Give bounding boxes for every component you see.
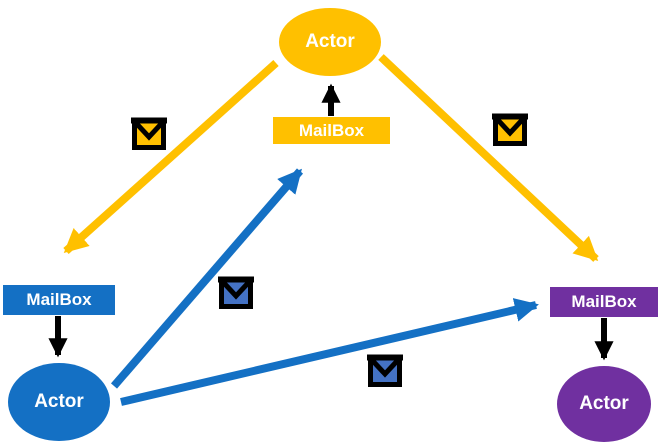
mailbox-node-left-label: MailBox bbox=[26, 290, 92, 309]
actor-node-top-label: Actor bbox=[305, 31, 355, 52]
actor-node-top: Actor bbox=[279, 8, 381, 76]
arrow-actortop-to-mailboxleft bbox=[63, 60, 279, 254]
actor-node-right-label: Actor bbox=[579, 393, 629, 414]
envelope-gold-right-icon bbox=[492, 113, 528, 146]
mailbox-node-left: MailBox bbox=[3, 285, 115, 315]
mailbox-node-right: MailBox bbox=[550, 287, 658, 317]
arrow-actorleft-to-mailboxright bbox=[120, 298, 539, 406]
arrow-actorleft-to-mailboxtop bbox=[110, 168, 304, 389]
envelope-gold-left-icon bbox=[131, 117, 167, 150]
mailbox-node-top: MailBox bbox=[273, 117, 390, 144]
arrow-actortop-to-mailboxright bbox=[378, 54, 599, 262]
actor-node-right: Actor bbox=[557, 366, 651, 442]
actor-node-left-label: Actor bbox=[34, 391, 84, 412]
envelope-blue-middle-icon bbox=[218, 276, 254, 309]
mailbox-node-top-label: MailBox bbox=[298, 120, 365, 140]
actor-node-left: Actor bbox=[8, 363, 110, 441]
mailbox-node-right-label: MailBox bbox=[571, 292, 637, 311]
envelope-blue-bottom-icon bbox=[367, 354, 403, 387]
